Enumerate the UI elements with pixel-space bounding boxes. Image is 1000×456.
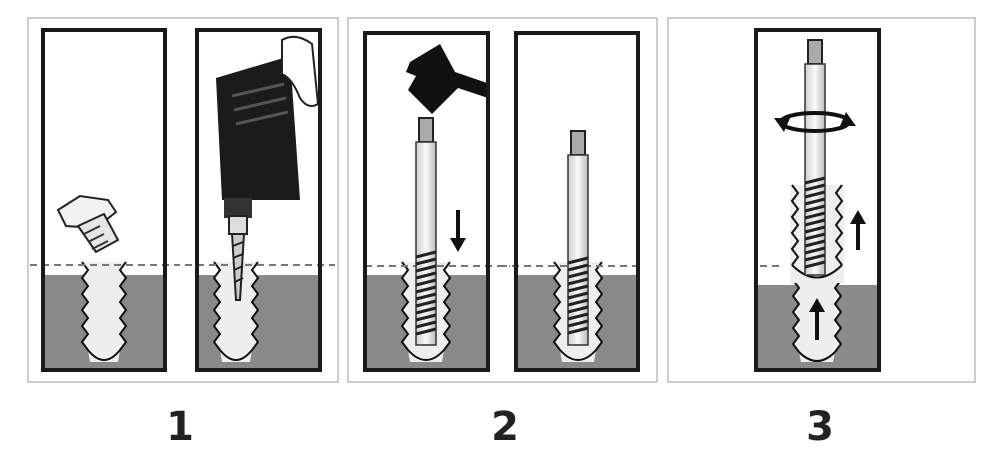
screw-extractor xyxy=(567,130,589,346)
hammering-frame xyxy=(363,31,510,372)
broken-bolt-frame xyxy=(30,28,180,372)
step-3-panel xyxy=(667,17,976,383)
screw-extractor xyxy=(804,39,826,276)
step-1-panel xyxy=(27,17,339,383)
step-2-label: 2 xyxy=(491,404,519,450)
extractor-seated-frame xyxy=(500,31,640,372)
screw-extractor xyxy=(415,117,437,346)
step-3-label: 3 xyxy=(806,404,834,450)
bolt-head-icon xyxy=(56,194,120,254)
step-2-panel xyxy=(347,17,658,383)
extraction-frame xyxy=(754,28,881,372)
hammer-icon xyxy=(406,44,490,114)
arrow-down-icon xyxy=(450,210,466,252)
drilling-frame xyxy=(185,28,335,372)
threaded-hole xyxy=(80,261,128,362)
threaded-hole xyxy=(212,261,260,362)
hand-icon xyxy=(281,35,320,107)
step-1-label: 1 xyxy=(166,404,194,450)
drill-icon xyxy=(216,35,320,301)
rotate-icon xyxy=(774,111,856,133)
arrow-up-icon xyxy=(809,210,866,340)
threaded-hole xyxy=(790,184,844,279)
